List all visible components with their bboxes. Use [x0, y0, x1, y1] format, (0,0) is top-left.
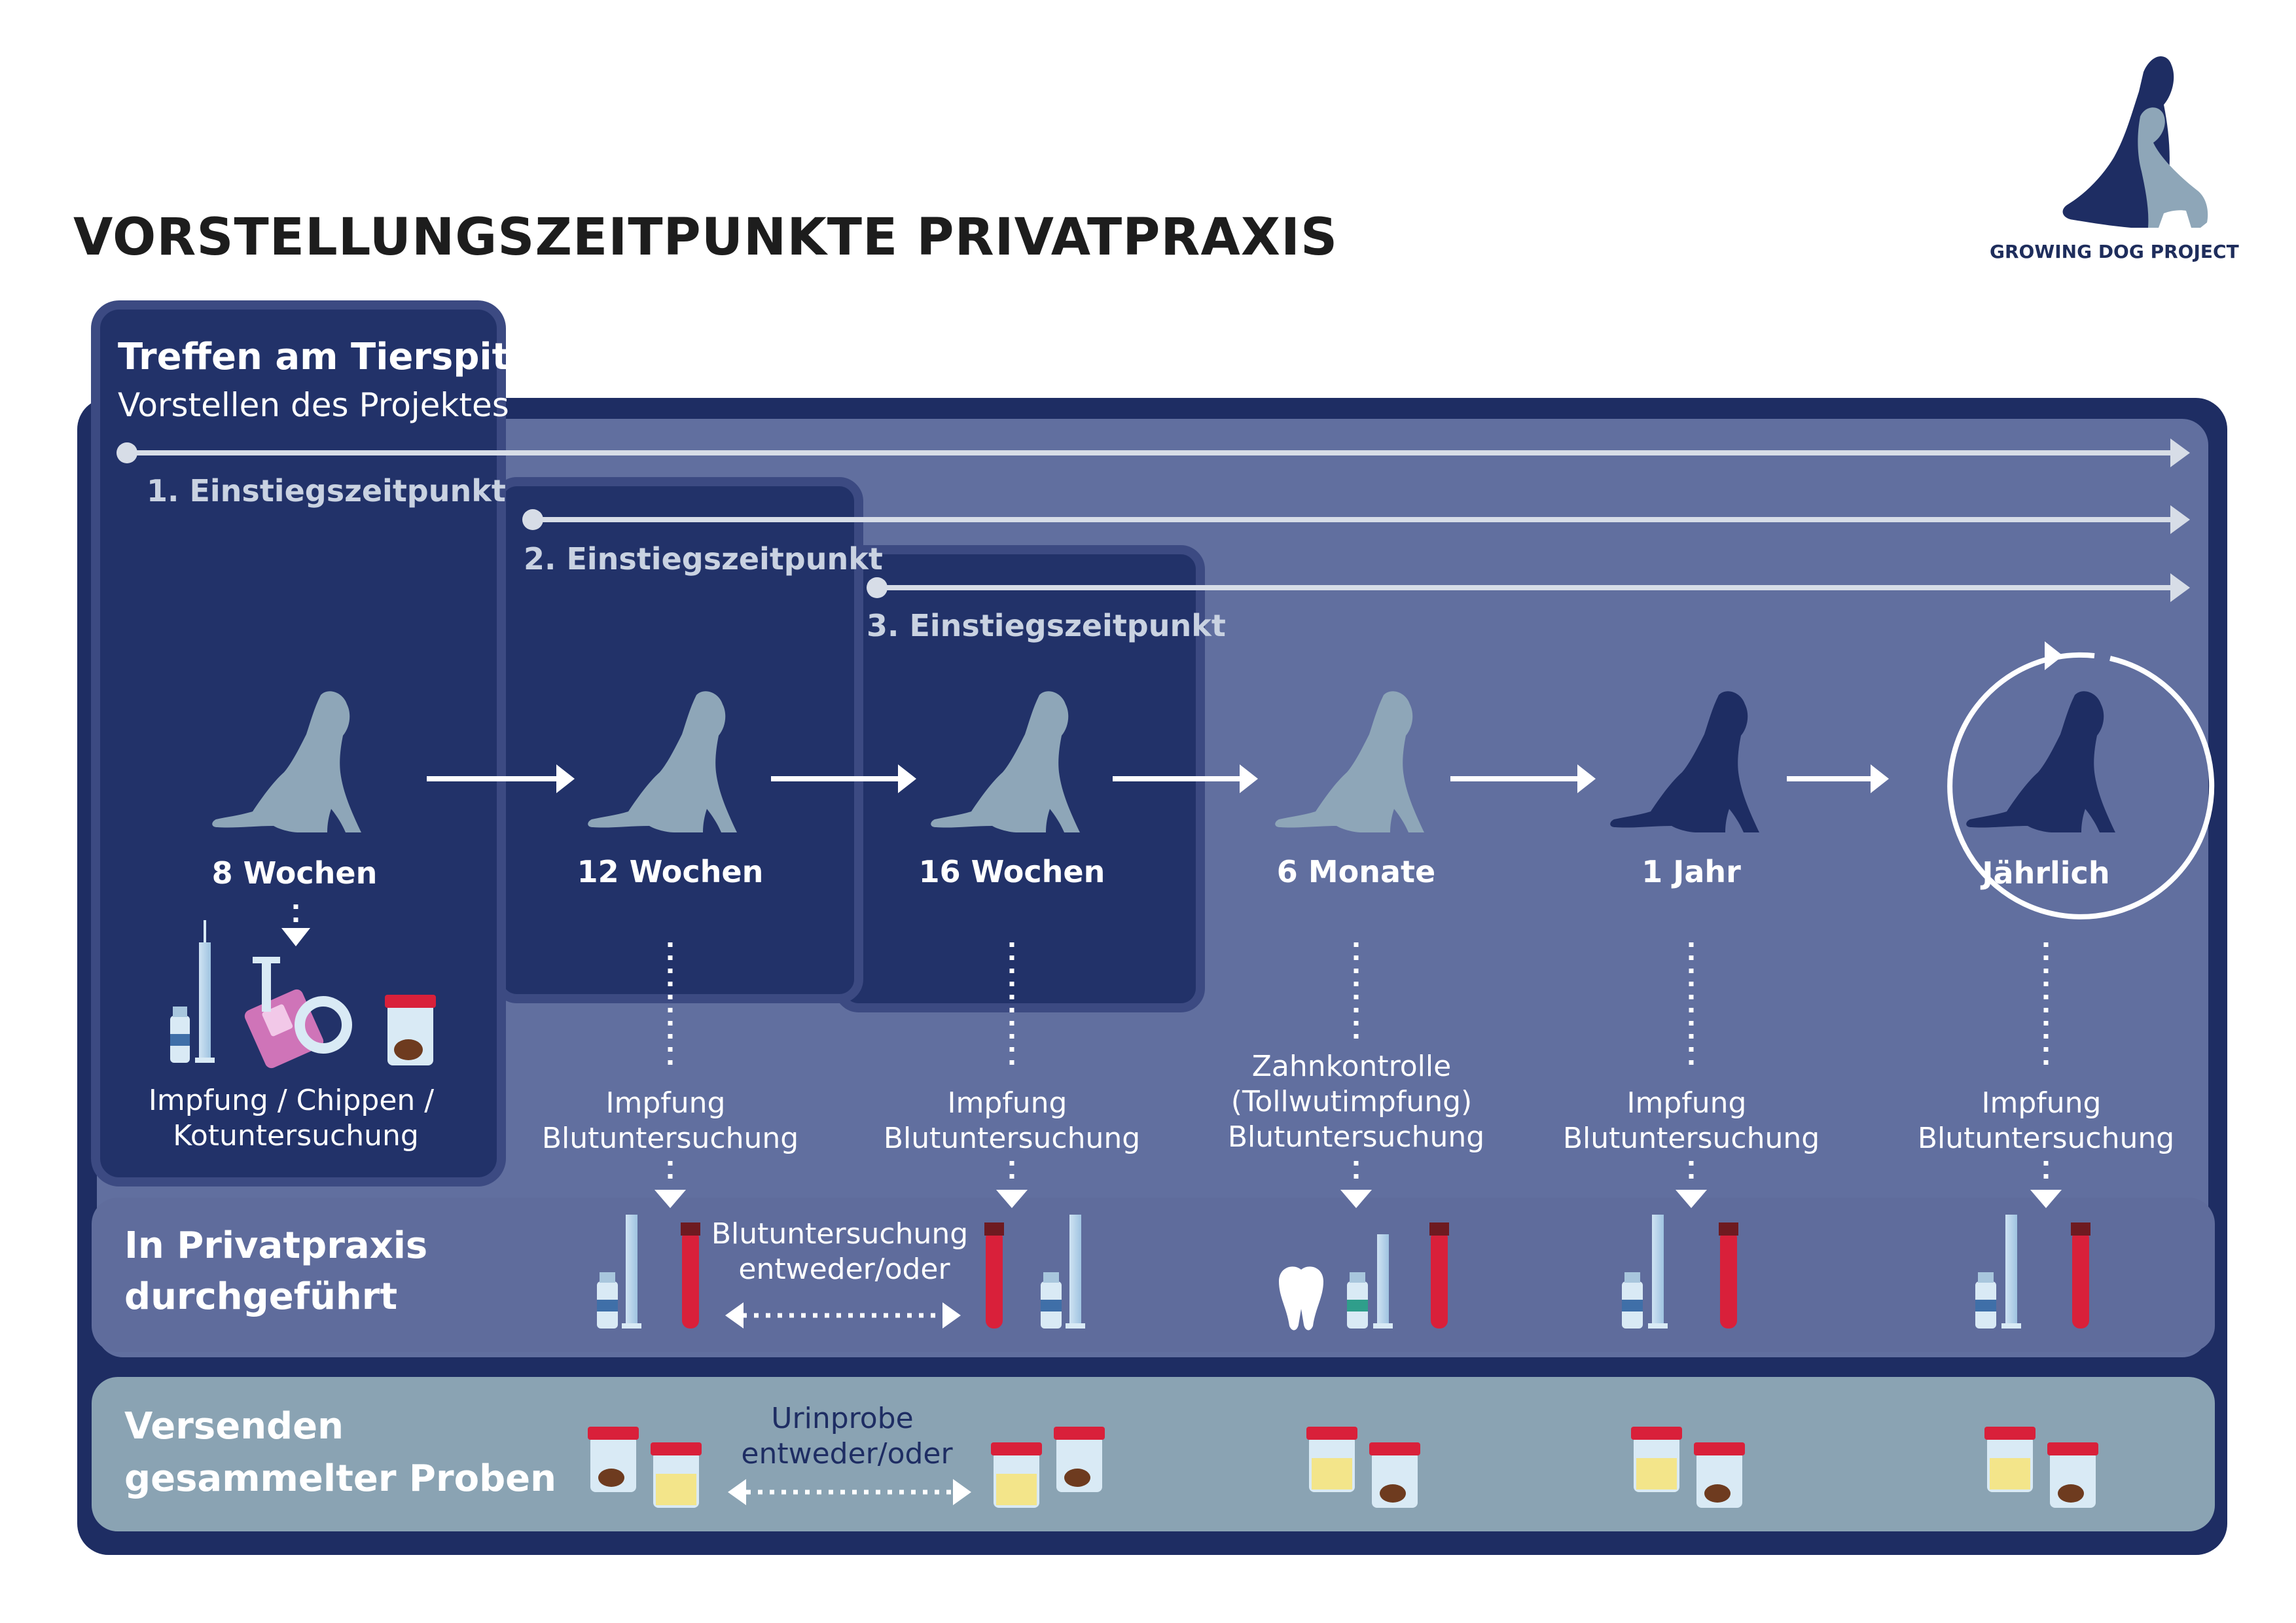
arrowhead [725, 1302, 744, 1329]
arrowhead [1240, 764, 1258, 793]
entry-point-1-label: 1. Einstiegszeitpunkt [147, 473, 506, 508]
brand-name: GROWING DOG PROJECT [1990, 241, 2239, 262]
examination-text: Impfung Blutuntersuchung [1918, 1086, 2174, 1155]
arrowhead [1340, 1190, 1372, 1208]
blood-either-or-label: Blutuntersuchung entweder/oder [711, 1217, 977, 1286]
entry-point-2-label: 2. Einstiegszeitpunkt [524, 541, 883, 577]
timepoint-label: 6 Monate [1277, 854, 1435, 889]
entry-point-1-dot [117, 442, 137, 463]
entry-timeline-3: 3. Einstiegszeitpunkt [867, 573, 2190, 643]
microchip-reader-icon [244, 957, 352, 1069]
entry-point-3-dot [867, 577, 888, 598]
sample-container-feces-icon [1054, 1427, 1105, 1492]
sample-container-feces-icon [2047, 1442, 2098, 1508]
sample-container-urine-icon [1984, 1427, 2036, 1492]
meeting-subtitle: Vorstellen des Projektes [118, 386, 509, 424]
timepoint-label: 12 Wochen [577, 854, 764, 889]
arrowhead [942, 1302, 961, 1329]
vaccine-and-syringe-icon [1975, 1215, 2021, 1329]
sample-container-feces-icon [1369, 1442, 1420, 1508]
timepoint-label: 1 Jahr [1641, 854, 1741, 889]
page-title: VORSTELLUNGSZEITPUNKTE PRIVATPRAXIS [73, 208, 1338, 267]
examination-text: Zahnkontrolle (Tollwutimpfung) Blutunter… [1228, 1050, 1484, 1154]
entry-box-1 [91, 300, 506, 1186]
practice-row-bar [92, 1198, 2215, 1352]
entry-point-3-label: 3. Einstiegszeitpunkt [867, 608, 1226, 643]
arrowhead [655, 1190, 686, 1208]
arrowhead [2170, 573, 2190, 602]
dotted-connectors [293, 904, 2049, 1187]
arrowhead [953, 1479, 971, 1505]
entry-timeline-1: 1. Einstiegszeitpunkt [117, 438, 2190, 508]
arrowhead [2170, 505, 2190, 534]
cycle-arrowhead [2045, 641, 2063, 670]
samples-row-bar [92, 1377, 2215, 1531]
sample-container-urine-icon [1631, 1427, 1682, 1492]
sample-container-feces-icon [1694, 1442, 1745, 1508]
sample-container-feces-icon [588, 1427, 639, 1492]
examination-text: Impfung Blutuntersuchung [542, 1086, 798, 1155]
arrowhead [1577, 764, 1596, 793]
arrowhead [281, 928, 310, 946]
yearly-cycle-ring [1947, 652, 2215, 919]
blood-tube-icon [681, 1222, 700, 1329]
entry-timeline-2: 2. Einstiegszeitpunkt [522, 505, 2190, 577]
examination-text: Impfung Blutuntersuchung [1563, 1086, 1820, 1155]
tooth-icon [1279, 1266, 1323, 1330]
arrowhead [1676, 1190, 1707, 1208]
blood-tube-icon [984, 1222, 1004, 1329]
vaccine-and-syringe-icon [597, 1215, 641, 1329]
logo-small-dog [2138, 107, 2208, 228]
sample-container-feces-icon [385, 995, 436, 1065]
arrowhead [556, 764, 575, 793]
samples-row-label: Versenden gesammelter Proben [124, 1405, 556, 1500]
practice-row-label: In Privatpraxis durchgeführt [124, 1224, 440, 1318]
arrowhead [728, 1479, 746, 1505]
meeting-title: Treffen am Tierspital [118, 336, 547, 378]
sample-container-urine-icon [1306, 1427, 1357, 1492]
arrowhead [1871, 764, 1889, 793]
examination-text: Impfung / Chippen / Kotuntersuchung [149, 1084, 443, 1152]
arrowhead [2030, 1190, 2062, 1208]
arrowhead [898, 764, 916, 793]
arrowhead [996, 1190, 1028, 1208]
examination-text: Impfung Blutuntersuchung [884, 1086, 1140, 1155]
sample-container-urine-icon [991, 1442, 1042, 1508]
blood-tube-icon [2071, 1222, 2090, 1329]
arrowhead [2170, 438, 2190, 467]
urine-either-or-label: Urinprobe entweder/oder [741, 1402, 953, 1471]
syringe-icon [195, 920, 215, 1063]
timepoint-label: 8 Wochen [212, 855, 378, 891]
vaccine-and-syringe-icon [1041, 1215, 1085, 1329]
sample-container-urine-icon [651, 1442, 702, 1508]
logo [2062, 56, 2208, 228]
vaccine-and-syringe-icon [1622, 1215, 1668, 1329]
blood-tube-icon [1429, 1222, 1449, 1329]
vaccine-and-syringe-icon [1347, 1234, 1393, 1329]
timepoint-label: Jährlich [1980, 855, 2109, 891]
blood-tube-icon [1719, 1222, 1738, 1329]
entry-point-2-dot [522, 509, 543, 530]
timepoint-label: 16 Wochen [919, 854, 1105, 889]
vaccine-vial-icon [170, 1007, 190, 1063]
